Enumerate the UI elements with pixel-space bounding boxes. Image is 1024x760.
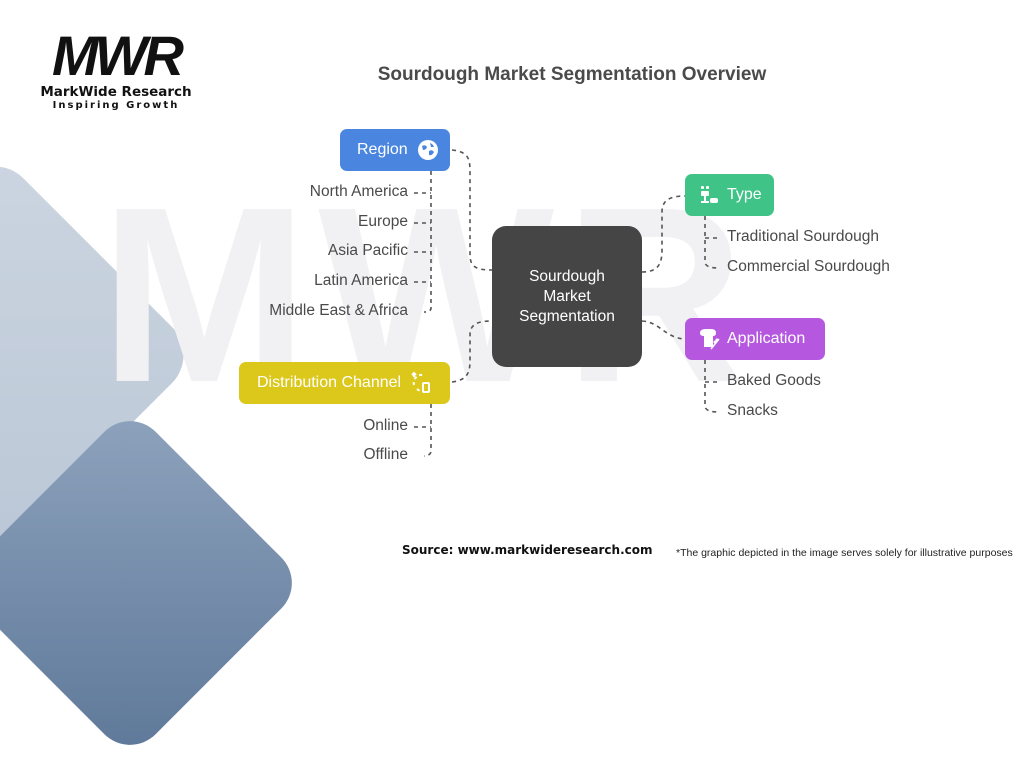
leaf-asia-pacific: Asia Pacific [327,242,408,259]
center-line-1: Sourdough [529,267,605,285]
page-title: Sourdough Market Segmentation Overview [377,64,767,85]
category-label: Application [727,330,806,347]
category-region: Region [340,129,450,171]
category-label: Region [357,141,408,158]
leaf-latin-america: Latin America [314,272,408,289]
logo-mark: MWR [52,24,184,87]
logo-name: MarkWide Research [40,84,192,100]
category-type: Type [685,174,774,216]
connector-lines [414,149,720,457]
bread-types-icon [697,183,721,207]
leaf-middle-east-africa: Middle East & Africa [269,302,408,319]
globe-icon [416,138,440,162]
logo-tagline: Inspiring Growth [52,100,180,111]
source-note: Source: www.markwideresearch.com [402,543,653,557]
leaf-commercial-sourdough: Commercial Sourdough [727,258,890,275]
leaf-traditional-sourdough: Traditional Sourdough [727,228,879,245]
leaf-europe: Europe [358,213,408,230]
category-application: Application [685,318,825,360]
center-line-2: Market [543,287,591,305]
leaf-baked-goods: Baked Goods [727,372,821,389]
center-line-3: Segmentation [519,307,615,325]
leaf-offline: Offline [363,446,408,463]
center-node: Sourdough Market Segmentation [492,226,642,367]
leaf-online: Online [363,417,408,434]
category-label: Type [727,186,762,203]
leaf-north-america: North America [309,183,408,200]
category-distribution-channel: Distribution Channel [239,362,450,404]
logo: MWR MarkWide Research Inspiring Growth [36,24,196,112]
disclaimer-note: *The graphic depicted in the image serve… [676,547,1013,559]
category-label: Distribution Channel [257,374,402,391]
bread-wheat-icon [697,327,721,351]
channel-cycle-icon [409,371,433,395]
leaf-snacks: Snacks [727,402,778,419]
